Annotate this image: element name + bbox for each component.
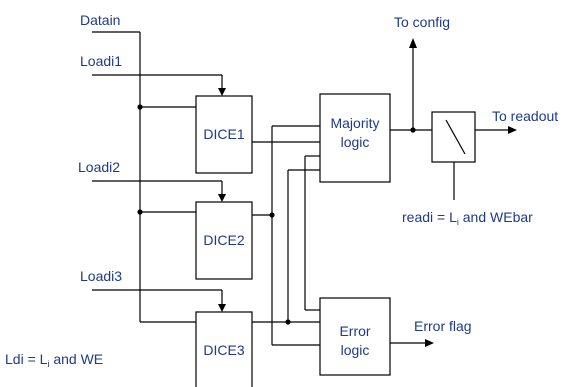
majority-output-wire bbox=[390, 38, 517, 134]
error-logic-block bbox=[319, 297, 391, 376]
load3-wire bbox=[92, 289, 226, 312]
switch-block bbox=[431, 111, 476, 163]
to-readout-label: To readout bbox=[492, 108, 558, 124]
load3-label: Loadi3 bbox=[80, 268, 122, 284]
dice2-label: DICE2 bbox=[203, 232, 244, 248]
majority-label-line2: logic bbox=[341, 134, 370, 150]
ldi-annotation: Ldi = Li and WE bbox=[5, 351, 103, 369]
dice1-block bbox=[195, 95, 253, 174]
dice2-block bbox=[195, 201, 253, 280]
load2-wire bbox=[92, 180, 226, 202]
dice3-block bbox=[195, 311, 253, 387]
switch-blade bbox=[445, 119, 466, 155]
error-label-line2: logic bbox=[341, 342, 370, 358]
majority-logic-block bbox=[319, 93, 391, 183]
readi-annotation: readi = Li and WEbar bbox=[402, 209, 533, 227]
datain-wire bbox=[92, 31, 196, 323]
routing-wires bbox=[252, 125, 320, 346]
dice3-label: DICE3 bbox=[203, 342, 244, 358]
to-config-label: To config bbox=[394, 14, 450, 30]
majority-label-line1: Majority bbox=[330, 115, 379, 131]
error-output-wire bbox=[390, 339, 434, 347]
load1-wire bbox=[92, 74, 226, 96]
load1-label: Loadi1 bbox=[80, 53, 122, 69]
dice1-label: DICE1 bbox=[203, 126, 244, 142]
error-label-line1: Error bbox=[339, 323, 370, 339]
load2-label: Loadi2 bbox=[78, 159, 120, 175]
datain-label: Datain bbox=[80, 12, 120, 28]
error-flag-label: Error flag bbox=[414, 318, 472, 334]
